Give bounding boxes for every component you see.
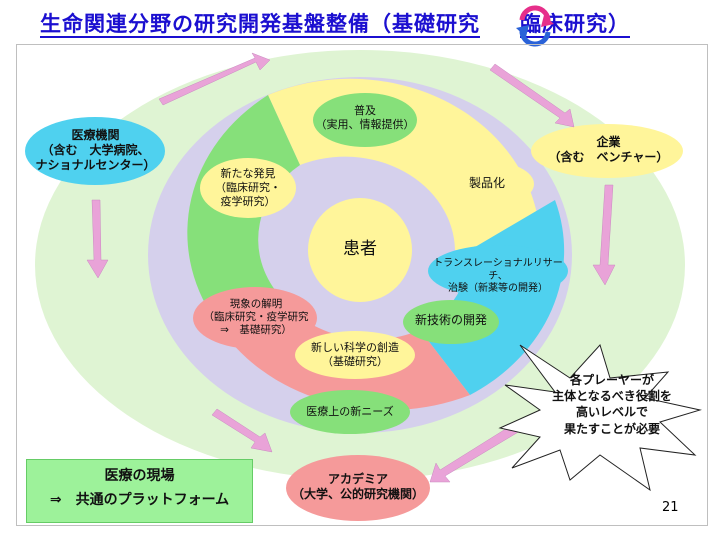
- academia-node: [286, 455, 430, 521]
- arrow-to-needs: [211, 408, 273, 453]
- platform-line1: 医療の現場: [104, 468, 175, 484]
- company-node: [531, 124, 683, 178]
- callout-burst: [498, 344, 702, 492]
- hospital-label: 医療機関 （含む 大学病院、 ナショナルセンター）: [35, 128, 156, 172]
- patient-circle: [308, 198, 412, 302]
- platform-box: 医療の現場 ⇒ 共通のプラットフォーム: [26, 459, 253, 523]
- productization-node: [440, 161, 534, 207]
- needs-label: 医療上の新ニーズ: [306, 405, 394, 418]
- page-number: 21: [662, 500, 679, 515]
- productization-label: 製品化: [468, 176, 505, 190]
- new-tech-label: 新技術の開発: [414, 313, 487, 327]
- new-discovery-node: [200, 158, 296, 218]
- arrow-top-to-company: [489, 63, 575, 128]
- arrow-to-academia: [429, 419, 526, 483]
- title-tail: 臨床研究）: [520, 12, 630, 38]
- translational-label: トランスレーショナルリサーチ、 治験（新薬等の開発）: [433, 258, 563, 294]
- arrow-hospital-to-top: [158, 52, 271, 106]
- new-science-label: 新しい科学の創造 （基礎研究）: [311, 341, 399, 368]
- new-science-node: [295, 331, 415, 379]
- phenomenon-node: [193, 287, 317, 349]
- slide-frame: [16, 44, 708, 526]
- needs-node: [290, 390, 410, 434]
- dissemination-node: [313, 93, 417, 147]
- new-discovery-label: 新たな発見 （臨床研究・ 疫学研究）: [215, 167, 281, 208]
- arrow-company-down: [592, 184, 616, 286]
- callout-text: 各プレーヤーが 主体となるべき役割を 高いレベルで 果たすことが必要: [552, 373, 672, 436]
- new-tech-node: [403, 300, 499, 344]
- arrow-hospital-down: [86, 199, 109, 279]
- cycle-icon: [516, 5, 554, 47]
- title-main: 生命関連分野の研究開発基盤整備（基礎研究: [40, 12, 480, 38]
- phenomenon-label: 現象の解明 （臨床研究・疫学研究 ⇒ 基礎研究）: [203, 298, 309, 337]
- academia-label: アカデミア （大学、公的研究機関）: [291, 472, 424, 501]
- dissemination-label: 普及 （実用、情報提供）: [315, 104, 415, 131]
- translational-node: [428, 245, 568, 297]
- patient-label: 患者: [343, 239, 377, 259]
- hospital-node: [25, 117, 165, 185]
- platform-line2: ⇒ 共通のプラットフォーム: [49, 492, 230, 508]
- slide-title: 生命関連分野の研究開発基盤整備（基礎研究 臨床研究）: [40, 8, 690, 42]
- company-label: 企業 （含む ベンチャー）: [548, 135, 669, 164]
